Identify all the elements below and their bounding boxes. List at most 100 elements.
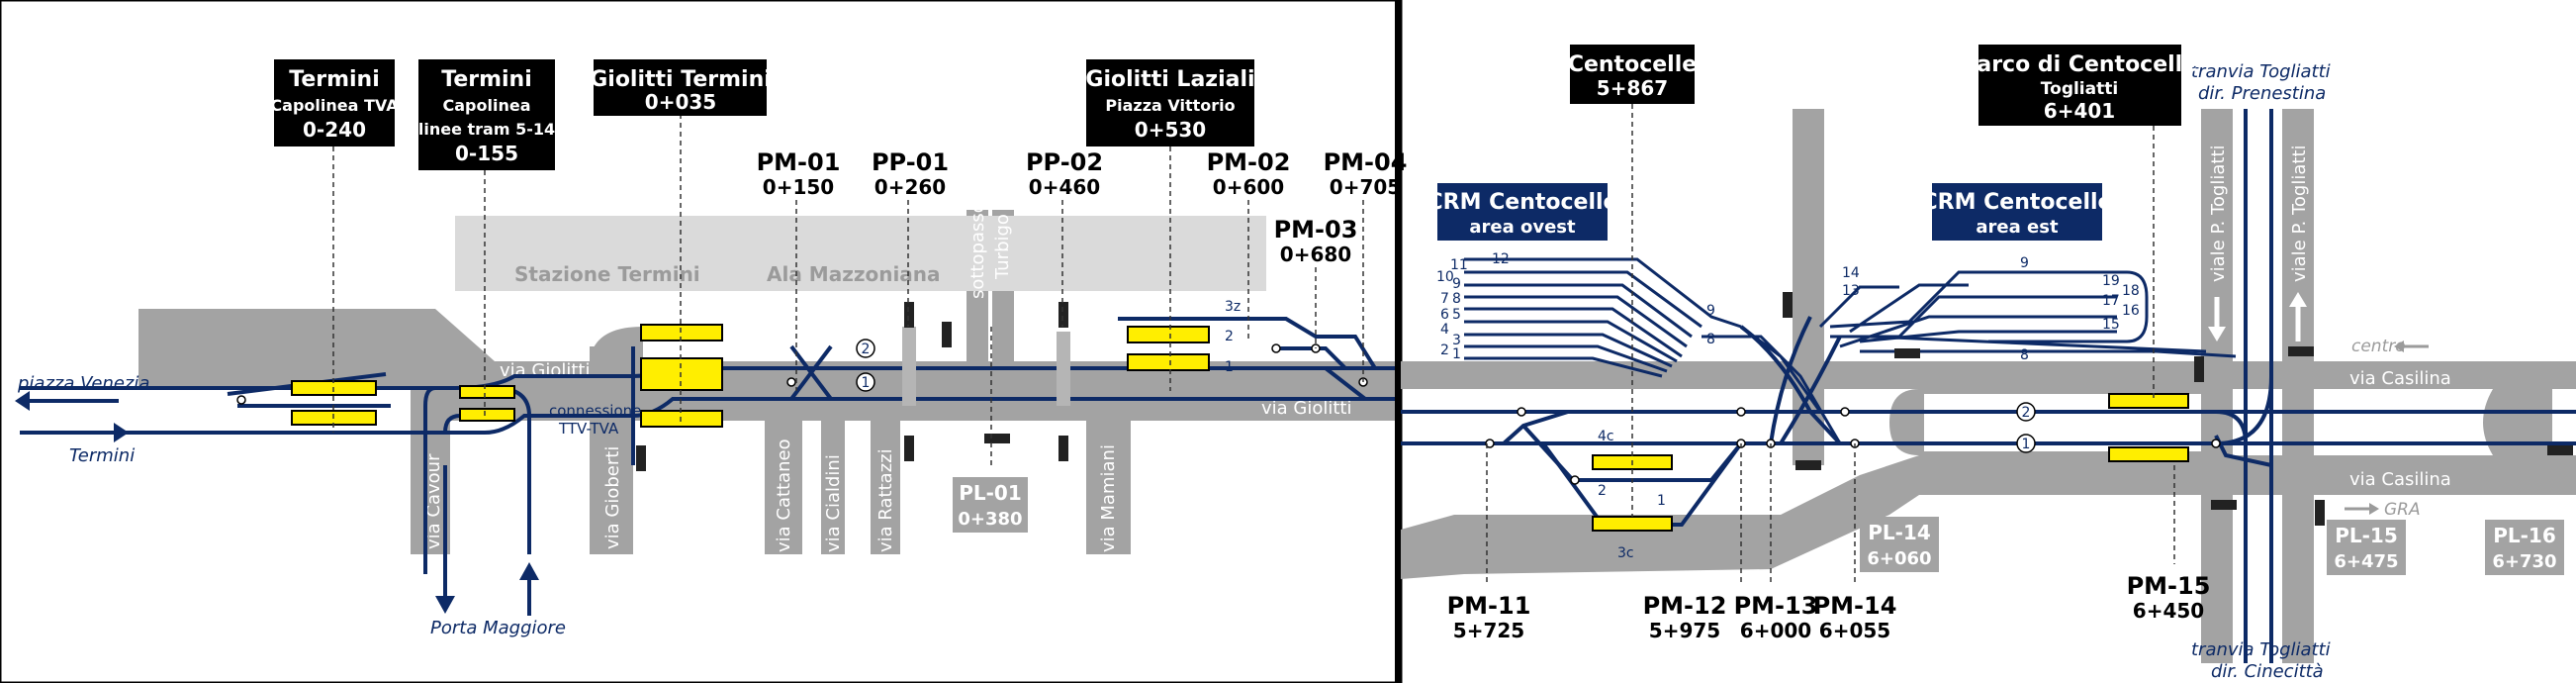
porta-maggiore-label: Porta Maggiore: [430, 618, 566, 638]
track-num-5: 5: [1452, 307, 1461, 323]
track-circle-2a: [856, 339, 875, 358]
track-num-2c: 2: [2022, 405, 2031, 421]
pm01-name: PM-01: [757, 148, 841, 176]
left-panel-frame: [0, 0, 1403, 683]
node-l1: [236, 395, 246, 405]
station-box-centocelle: [1570, 45, 1695, 104]
signal-pm13: [1795, 460, 1821, 470]
track-num-4: 4: [1440, 322, 1449, 338]
platform-centocelle-2: [1592, 516, 1673, 532]
station-box-giolitti-termini: [594, 59, 767, 116]
centro-arrow-head: [2394, 341, 2404, 352]
stazione-termini-label: Stazione Termini: [514, 262, 700, 286]
track-pm01-cross-b: [789, 344, 833, 401]
track-curve-south: [2215, 375, 2273, 445]
track-curve-north: [2215, 410, 2248, 444]
depot-ovest-name: CRM Centocelle: [1427, 190, 1618, 215]
pl-16-box: [2485, 520, 2564, 575]
dir-cinecitta-label: dir. Cinecittà: [2211, 661, 2324, 682]
via-cialdini-label: via Cialdini: [823, 454, 844, 552]
pm03-km: 0+680: [1280, 243, 1351, 266]
station-box-termini-tram: [418, 59, 555, 170]
track-num-12: 12: [1492, 251, 1510, 267]
platform-giolitti-termini-1: [640, 324, 723, 342]
track-num-1c: 1: [2022, 437, 2031, 452]
via-cavour-label: via Cavour: [423, 453, 444, 549]
track-num-14: 14: [1842, 265, 1860, 281]
track-num-3: 3: [1452, 333, 1461, 348]
track-cross-3: [1779, 336, 1842, 445]
track-num-15: 15: [2102, 317, 2120, 333]
turbigo-label: Turbigo: [992, 214, 1013, 280]
pm02-name: PM-02: [1207, 148, 1291, 176]
termini-dest-label: Termini: [69, 445, 135, 466]
platform-giolitti-laziali-1: [1127, 326, 1210, 343]
pm15-km: 6+450: [2133, 599, 2204, 623]
depot-ovest-fan: [1464, 257, 1842, 444]
road-via-rattazzi: [871, 421, 900, 554]
pm11-km: 5+725: [1453, 619, 1524, 642]
depot-box-est: [1932, 183, 2102, 241]
station-parco-centocelle-line2: Togliatti: [2041, 79, 2118, 99]
station-giolitti-termini-km: 0+035: [645, 90, 716, 114]
pm11-name: PM-11: [1447, 592, 1531, 620]
pl-01-km: 0+380: [958, 509, 1022, 530]
arrow-porta-maggiore-down-head: [435, 596, 455, 614]
pm13-name: PM-13: [1734, 592, 1818, 620]
pl-15-km: 6+475: [2334, 551, 2398, 572]
road-casilina-upper: [1401, 361, 2576, 389]
viale-togliatti-label-2: viale P. Togliatti: [2289, 146, 2310, 283]
pp01-name: PP-01: [872, 148, 949, 176]
station-giolitti-laziali-name: Giolitti Laziali: [1085, 67, 1254, 92]
arrow-togliatti-up-head: [2289, 292, 2307, 307]
signal-pm15: [2211, 500, 2237, 510]
track-num-2a: 2: [862, 342, 871, 357]
panel-divider: [1395, 0, 1401, 683]
pl-15-box: [2327, 520, 2406, 575]
pl-01-name: PL-01: [959, 481, 1022, 505]
node-r9: [2211, 439, 2221, 448]
signal-crm-est: [1894, 348, 1920, 358]
centro-label: centro: [2351, 337, 2406, 356]
track-pm02-up: [1118, 317, 1377, 370]
signal-togliatti-a: [2194, 356, 2204, 382]
station-termini-tram-line2: Capolinea: [443, 96, 531, 115]
track-num-3c: 3c: [1617, 545, 1634, 561]
station-giolitti-termini-name: Giolitti Termini: [590, 67, 772, 92]
road-via-cavour: [412, 421, 449, 554]
track-num-8a: 8: [1706, 332, 1715, 347]
track-num-6: 6: [1440, 307, 1449, 323]
platform-giolitti-termini-2: [640, 357, 723, 391]
signal-pp01: [904, 302, 914, 328]
track-num-4c: 4c: [1598, 429, 1614, 444]
pl-14-name: PL-14: [1868, 521, 1931, 544]
node-r5: [1736, 407, 1746, 417]
track-east-link: [1869, 335, 2207, 353]
signal-rattazzi: [904, 436, 914, 461]
pm03-name: PM-03: [1274, 216, 1358, 244]
ttv-tva-label: TTV-TVA: [558, 420, 619, 438]
station-termini-tram-name: Termini: [441, 67, 532, 92]
gra-label: GRA: [2384, 500, 2421, 520]
pm12-name: PM-12: [1643, 592, 1727, 620]
platform-giolitti-termini-3: [640, 410, 723, 428]
pp01-km: 0+260: [874, 175, 946, 199]
track-pm02-mid: [1276, 346, 1347, 370]
road-rounded-end: [2483, 389, 2552, 455]
pm04-km: 0+705: [1330, 175, 1401, 199]
platform-parco-2: [2108, 446, 2189, 462]
depot-est-sub: area est: [1976, 217, 2059, 238]
track-circle-2c: [2016, 402, 2036, 422]
track-cross-2: [1769, 316, 1812, 444]
station-centocelle-km: 5+867: [1597, 76, 1668, 100]
station-parco-centocelle-name: Parco di Centocelle: [1962, 52, 2197, 77]
signal-pl01-b: [984, 434, 1010, 443]
platform-termini-tram-2: [459, 408, 515, 422]
pl-16-name: PL-16: [2493, 524, 2556, 547]
track-num-1: 1: [1452, 346, 1461, 362]
station-termini-tram-line3: linee tram 5-14: [418, 120, 555, 139]
node-r2: [1517, 407, 1526, 417]
track-num-9b: 9: [2020, 255, 2029, 271]
track-left-lower: [20, 397, 1395, 435]
track-num-9: 9: [1452, 276, 1461, 292]
